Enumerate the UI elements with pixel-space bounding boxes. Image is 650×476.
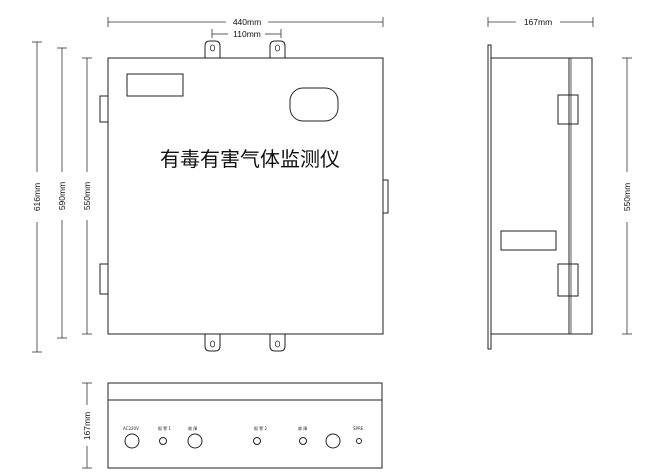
- bottom-view: AC220V 报 警 1 故 障 报 警 2 故 障 SPRE: [107, 382, 383, 469]
- dim-side-depth: 167mm: [487, 17, 594, 27]
- label-alarm-1: 报 警 1: [158, 425, 172, 431]
- front-cabinet: [107, 57, 384, 335]
- port-fault-1: [187, 433, 203, 449]
- latch-right: [382, 179, 389, 214]
- label-fault-1: 故 障: [188, 425, 197, 431]
- top-mount-tab-left: [204, 40, 221, 58]
- bottom-mount-tab-left: [204, 334, 221, 352]
- dim-body-height-label: 550mm: [82, 182, 92, 210]
- port-alarm-1: [159, 437, 167, 445]
- port-alarm-2: [253, 437, 261, 445]
- dim-front-width: 440mm: [107, 17, 384, 27]
- label-fault-2: 故 障: [298, 425, 307, 431]
- side-cabinet: [490, 57, 593, 335]
- top-mount-tab-right: [269, 40, 286, 58]
- side-hinge-top: [557, 94, 579, 125]
- bottom-mount-tab-right: [269, 334, 286, 352]
- port-fault-2: [299, 437, 307, 445]
- dim-front-width-label: 440mm: [233, 17, 261, 27]
- label-ac220v: AC220V: [123, 426, 139, 431]
- dim-mount-spacing: 110mm: [211, 29, 282, 39]
- dim-side-height-label: 550mm: [622, 183, 632, 211]
- dim-side-depth-label: 167mm: [524, 17, 552, 27]
- label-alarm-2: 报 警 2: [254, 425, 268, 431]
- hinge-bottom-left: [99, 263, 109, 295]
- dim-total-height-label: 616mm: [32, 183, 42, 211]
- port-spare: [356, 438, 362, 444]
- bottom-panel: [107, 382, 383, 469]
- dim-mount-spacing-label: 110mm: [233, 29, 261, 39]
- side-window: [500, 230, 557, 251]
- sensor-window: [289, 87, 339, 122]
- port-fault-2-large: [325, 433, 341, 449]
- device-title: 有毒有害气体监测仪: [160, 147, 340, 171]
- display-window: [126, 73, 184, 97]
- dim-mount-height-label: 590mm: [57, 182, 67, 210]
- dim-total-height: 616mm: [32, 41, 42, 353]
- hinge-top-left: [99, 95, 109, 123]
- dim-side-height: 550mm: [622, 57, 632, 335]
- side-view: 167mm: [487, 17, 594, 350]
- dim-bottom-depth-label: 167mm: [82, 412, 92, 440]
- dim-body-height: 550mm: [82, 57, 92, 335]
- front-view: 440mm 110mm: [99, 17, 389, 352]
- dim-bottom-depth: 167mm: [82, 382, 92, 469]
- dim-mount-height: 590mm: [57, 47, 67, 339]
- side-hinge-bottom: [557, 263, 579, 297]
- label-spare: SPRE: [353, 426, 364, 431]
- port-ac220v: [124, 433, 140, 449]
